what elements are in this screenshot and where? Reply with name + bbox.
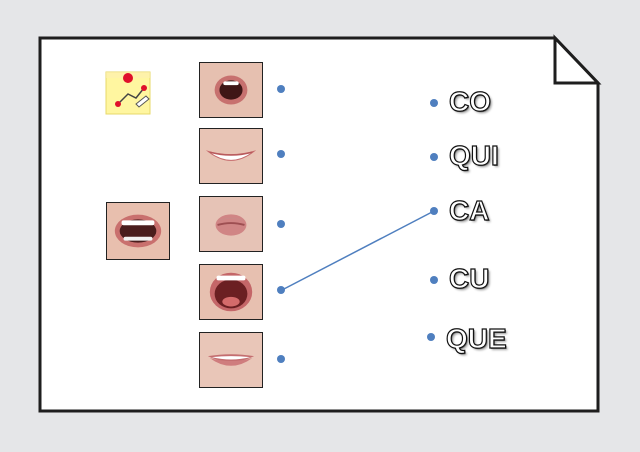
word-dot-que[interactable] bbox=[427, 333, 435, 341]
mouth-dot-1[interactable] bbox=[277, 85, 285, 93]
word-ca[interactable]: CA bbox=[448, 194, 490, 226]
folded-corner bbox=[553, 34, 602, 85]
word-dot-qui[interactable] bbox=[430, 153, 438, 161]
word-que[interactable]: QUE bbox=[445, 322, 507, 354]
word-co[interactable]: CO bbox=[448, 85, 491, 117]
sticky-note-pencil-icon bbox=[104, 68, 154, 118]
word-dot-cu[interactable] bbox=[430, 276, 438, 284]
mouth-image-3[interactable] bbox=[199, 196, 263, 252]
mouth-image-2[interactable] bbox=[199, 128, 263, 184]
word-qui[interactable]: QUI bbox=[448, 139, 499, 171]
mouth-image-5[interactable] bbox=[199, 332, 263, 388]
mouth-dot-5[interactable] bbox=[277, 355, 285, 363]
mouth-dot-2[interactable] bbox=[277, 150, 285, 158]
word-cu[interactable]: CU bbox=[448, 262, 490, 294]
reference-mouth-image bbox=[106, 202, 170, 260]
mouth-image-1[interactable] bbox=[199, 62, 263, 118]
connection-line bbox=[281, 210, 435, 291]
mouth-image-4[interactable] bbox=[199, 264, 263, 320]
mouth-dot-3[interactable] bbox=[277, 220, 285, 228]
word-dot-co[interactable] bbox=[430, 99, 438, 107]
mouth-dot-4[interactable] bbox=[277, 286, 285, 294]
word-dot-ca[interactable] bbox=[430, 207, 438, 215]
card-outline bbox=[38, 36, 600, 413]
